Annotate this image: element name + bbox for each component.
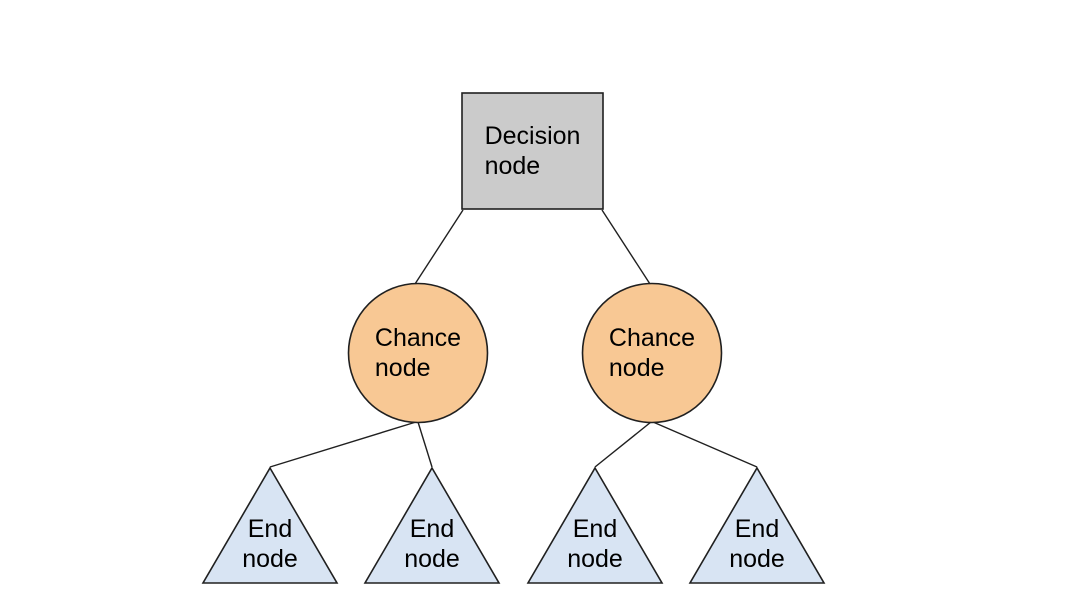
end-node-2-shape [363,466,501,584]
end-node-1-shape [201,466,339,584]
end-node-4-shape [688,466,826,584]
edge-decision-to-chance-right [601,209,651,285]
edge-chance-left-to-end-2 [417,421,433,468]
edge-chance-right-to-end-3 [594,421,652,468]
edge-decision-to-chance-left [414,209,464,285]
edge-chance-left-to-end-1 [269,421,417,468]
decision-node-shape [461,92,604,210]
end-node-3-shape [526,466,664,584]
chance-node-left-shape [347,282,489,424]
edge-chance-right-to-end-4 [652,421,758,468]
chance-node-right-shape [581,282,723,424]
edges-group [269,209,758,468]
